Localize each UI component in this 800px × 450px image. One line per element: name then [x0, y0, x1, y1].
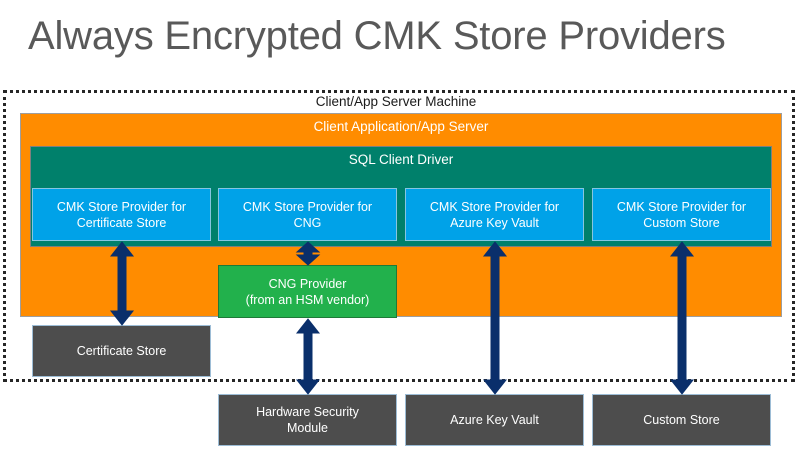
provider-label-line1: CMK Store Provider for [429, 199, 560, 214]
provider-label-line2: Custom Store [643, 215, 720, 230]
provider-box-custom-store[interactable]: CMK Store Provider for Custom Store [592, 188, 771, 241]
cng-provider-box[interactable]: CNG Provider (from an HSM vendor) [218, 265, 397, 318]
store-box-hardware-security-module[interactable]: Hardware Security Module [218, 394, 397, 446]
provider-box-certificate-store[interactable]: CMK Store Provider for Certificate Store [32, 188, 211, 241]
arrow-custom-store [666, 241, 698, 395]
store-label-line1: Azure Key Vault [450, 413, 539, 427]
page-title: Always Encrypted CMK Store Providers [28, 14, 726, 58]
provider-label-line2: Certificate Store [76, 215, 167, 230]
provider-label-line2: Azure Key Vault [450, 215, 539, 230]
provider-label-line1: CMK Store Provider for [616, 199, 747, 214]
store-label-line1: Certificate Store [76, 344, 167, 358]
store-label-line1: Custom Store [643, 413, 720, 427]
store-box-azure-key-vault[interactable]: Azure Key Vault [405, 394, 584, 446]
cng-provider-label-line1: CNG Provider [268, 276, 347, 291]
client-application-band-label: Client Application/App Server [313, 119, 489, 134]
provider-label-line1: CMK Store Provider for [242, 199, 373, 214]
store-label-line1: Hardware Security [256, 405, 359, 419]
provider-box-azure-key-vault[interactable]: CMK Store Provider for Azure Key Vault [405, 188, 584, 241]
cng-provider-label-line2: (from an HSM vendor) [245, 292, 370, 307]
sql-client-driver-band-label: SQL Client Driver [348, 152, 454, 167]
provider-label-line1: CMK Store Provider for [56, 199, 187, 214]
provider-label-line2: CNG [293, 215, 322, 230]
arrow-azure-key-vault [479, 241, 511, 395]
store-box-custom-store[interactable]: Custom Store [592, 394, 771, 446]
arrow-cng-provider-short [292, 241, 324, 266]
client-app-server-machine-boundary [3, 90, 795, 382]
machine-boundary-label: Client/App Server Machine [315, 94, 477, 109]
arrow-hardware-security-module [292, 318, 324, 395]
store-box-certificate-store[interactable]: Certificate Store [32, 325, 211, 377]
arrow-certificate-store [106, 241, 138, 326]
provider-box-cng[interactable]: CMK Store Provider for CNG [218, 188, 397, 241]
store-label-line2: Module [286, 421, 328, 435]
